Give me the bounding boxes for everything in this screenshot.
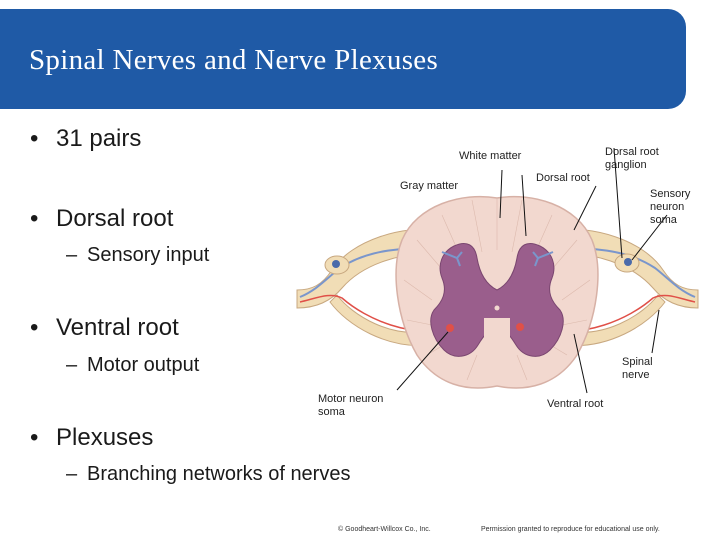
bullet-1-text: 31 pairs — [56, 125, 142, 152]
bullet-3: • Ventral root — [30, 314, 179, 342]
label-motor-neuron-soma: Motor neuron soma — [318, 393, 384, 418]
sub-glyph: – — [66, 463, 78, 485]
bullet-glyph: • — [30, 314, 39, 341]
label-dorsal-root-ganglion: Dorsal root ganglion — [605, 146, 659, 171]
sub-glyph: – — [66, 244, 78, 266]
sub-glyph: – — [66, 354, 78, 376]
bullet-1: • 31 pairs — [30, 125, 141, 153]
left-motor-soma — [446, 324, 454, 332]
footer-permission: Permission granted to reproduce for educ… — [481, 526, 660, 533]
label-gray-matter: Gray matter — [400, 180, 459, 192]
bullet-glyph: • — [30, 125, 39, 152]
label-spinal-nerve: Spinal nerve — [622, 356, 653, 381]
title-bar — [0, 9, 686, 109]
right-ventral-nerve — [562, 294, 666, 347]
label-white-matter: White matter — [459, 150, 522, 162]
bullet-3-sub-text: Motor output — [87, 354, 200, 376]
bullet-3-sub: –Motor output — [66, 354, 199, 377]
spinal-cord-illustration — [296, 147, 699, 394]
right-motor-soma — [516, 323, 524, 331]
central-canal — [484, 318, 510, 380]
label-sensory-neuron-soma: Sensory neuron soma — [650, 188, 691, 226]
spinal-cord-diagram: White matter Gray matter Dorsal root Dor… — [292, 140, 703, 426]
bullet-glyph: • — [30, 205, 39, 232]
bullet-4-sub: –Branching networks of nerves — [66, 463, 350, 486]
bullet-3-text: Ventral root — [56, 314, 179, 341]
leader-lines — [396, 147, 668, 394]
label-dorsal-root: Dorsal root — [536, 172, 590, 184]
bullet-glyph: • — [30, 424, 39, 451]
footer-copyright: © Goodheart-Willcox Co., Inc. — [338, 526, 431, 533]
bullet-4-sub-text: Branching networks of nerves — [87, 463, 351, 485]
label-ventral-root: Ventral root — [547, 398, 604, 410]
bullet-4: • Plexuses — [30, 424, 153, 452]
bullet-2-sub-text: Sensory input — [87, 244, 210, 266]
right-sensory-soma — [624, 258, 632, 266]
bullet-2: • Dorsal root — [30, 205, 173, 233]
bullet-4-text: Plexuses — [56, 424, 154, 451]
bullet-2-sub: –Sensory input — [66, 244, 209, 267]
left-sensory-soma — [332, 260, 340, 268]
bullet-2-text: Dorsal root — [56, 205, 174, 232]
slide-title: Spinal Nerves and Nerve Plexuses — [29, 44, 439, 76]
